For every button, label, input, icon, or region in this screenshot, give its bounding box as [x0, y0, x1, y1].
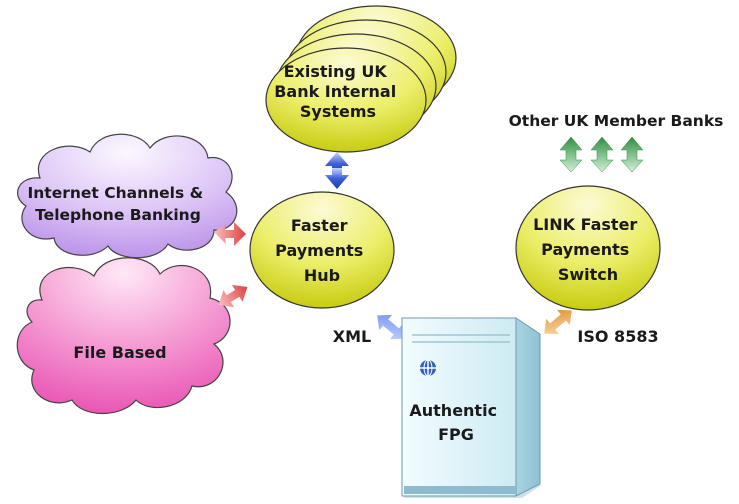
green-arrow-3 — [620, 136, 644, 173]
arrow-bank-hub — [325, 152, 349, 189]
globe-icon — [420, 359, 436, 377]
server-side — [515, 317, 541, 497]
internet-channels-label: Internet Channels & Telephone Banking — [27, 184, 208, 224]
iso-label: ISO 8583 — [577, 327, 658, 346]
arrow-hub-fpg — [377, 314, 405, 340]
hub-node — [249, 191, 395, 309]
other-banks-label: Other UK Member Banks — [509, 112, 724, 130]
link-switch-label: LINK Faster Payments Switch — [533, 215, 643, 284]
arrow-filebased-hub — [218, 284, 248, 308]
link-switch-group: LINK Faster Payments Switch — [515, 185, 661, 311]
fpg-label: Authentic FPG — [409, 401, 502, 444]
server-front — [401, 317, 517, 497]
server-base — [404, 486, 516, 494]
file-based-label: File Based — [73, 343, 166, 362]
arrow-internet-hub — [214, 222, 246, 246]
fpg-server: Authentic FPG — [401, 317, 541, 498]
green-arrows — [559, 136, 644, 173]
bank-systems-label: Existing UK Bank Internal Systems — [274, 62, 402, 121]
arrow-switch-fpg — [544, 309, 572, 335]
link-switch-node — [515, 185, 661, 311]
xml-label: XML — [333, 327, 371, 346]
green-arrow-1 — [559, 136, 583, 173]
internet-channels-cloud-group: Internet Channels & Telephone Banking — [17, 133, 238, 259]
bank-systems-stack: Existing UK Bank Internal Systems — [265, 5, 457, 153]
hub-label: Faster Payments Hub — [275, 216, 369, 285]
bank-systems-node — [265, 47, 427, 153]
hub-node-group: Faster Payments Hub — [249, 191, 395, 309]
green-arrow-2 — [590, 136, 614, 173]
file-based-cloud-group: File Based — [16, 257, 231, 415]
file-based-cloud — [16, 257, 231, 415]
